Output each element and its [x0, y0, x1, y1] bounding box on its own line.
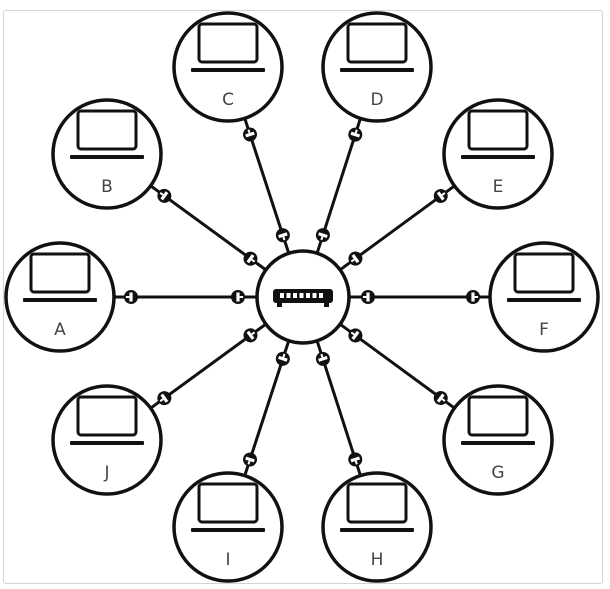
- node-h: H: [321, 471, 433, 583]
- network-plug-icon: [243, 251, 258, 266]
- network-switch-icon: [273, 289, 333, 307]
- network-plug-icon: [466, 290, 480, 304]
- network-plug-icon: [157, 391, 172, 406]
- node-label: B: [101, 177, 113, 197]
- node-label: A: [54, 320, 66, 340]
- node-c: C: [172, 11, 284, 123]
- node-b: B: [51, 98, 163, 210]
- node-g: G: [442, 384, 554, 496]
- network-plug-icon: [124, 290, 138, 304]
- network-plug-icon: [433, 391, 448, 406]
- network-plug-icon: [275, 351, 290, 366]
- node-e: E: [442, 98, 554, 210]
- network-plug-icon: [157, 188, 172, 203]
- network-plug-icon: [275, 228, 290, 243]
- laptop-icon: [340, 482, 414, 532]
- network-plug-icon: [315, 228, 330, 243]
- network-plug-icon: [361, 290, 375, 304]
- node-i: I: [172, 471, 284, 583]
- laptop-icon: [461, 395, 535, 445]
- network-plug-icon: [348, 127, 363, 142]
- node-label: J: [103, 463, 109, 483]
- node-label: G: [491, 463, 504, 483]
- node-d: D: [321, 11, 433, 123]
- laptop-icon: [70, 109, 144, 159]
- node-f: F: [488, 241, 600, 353]
- network-plug-icon: [433, 188, 448, 203]
- network-hub: [255, 249, 351, 345]
- node-label: I: [225, 550, 230, 570]
- network-links: [114, 117, 490, 477]
- laptop-icon: [507, 252, 581, 302]
- network-plug-icon: [315, 351, 330, 366]
- node-j: J: [51, 384, 163, 496]
- network-plug-icon: [348, 328, 363, 343]
- network-plug-icon: [243, 452, 258, 467]
- laptop-icon: [23, 252, 97, 302]
- network-plug-icon: [348, 452, 363, 467]
- laptop-icon: [191, 482, 265, 532]
- laptop-icon: [340, 22, 414, 72]
- node-label: C: [222, 90, 234, 110]
- network-nodes: A B C D E F G H I J: [4, 11, 600, 583]
- network-plug-icon: [243, 127, 258, 142]
- node-label: H: [371, 550, 384, 570]
- node-label: E: [493, 177, 504, 197]
- node-label: F: [539, 320, 549, 340]
- laptop-icon: [70, 395, 144, 445]
- laptop-icon: [461, 109, 535, 159]
- laptop-icon: [191, 22, 265, 72]
- network-plug-icon: [243, 328, 258, 343]
- node-a: A: [4, 241, 116, 353]
- network-plug-icon: [348, 251, 363, 266]
- network-plug-icon: [231, 290, 245, 304]
- node-label: D: [370, 90, 383, 110]
